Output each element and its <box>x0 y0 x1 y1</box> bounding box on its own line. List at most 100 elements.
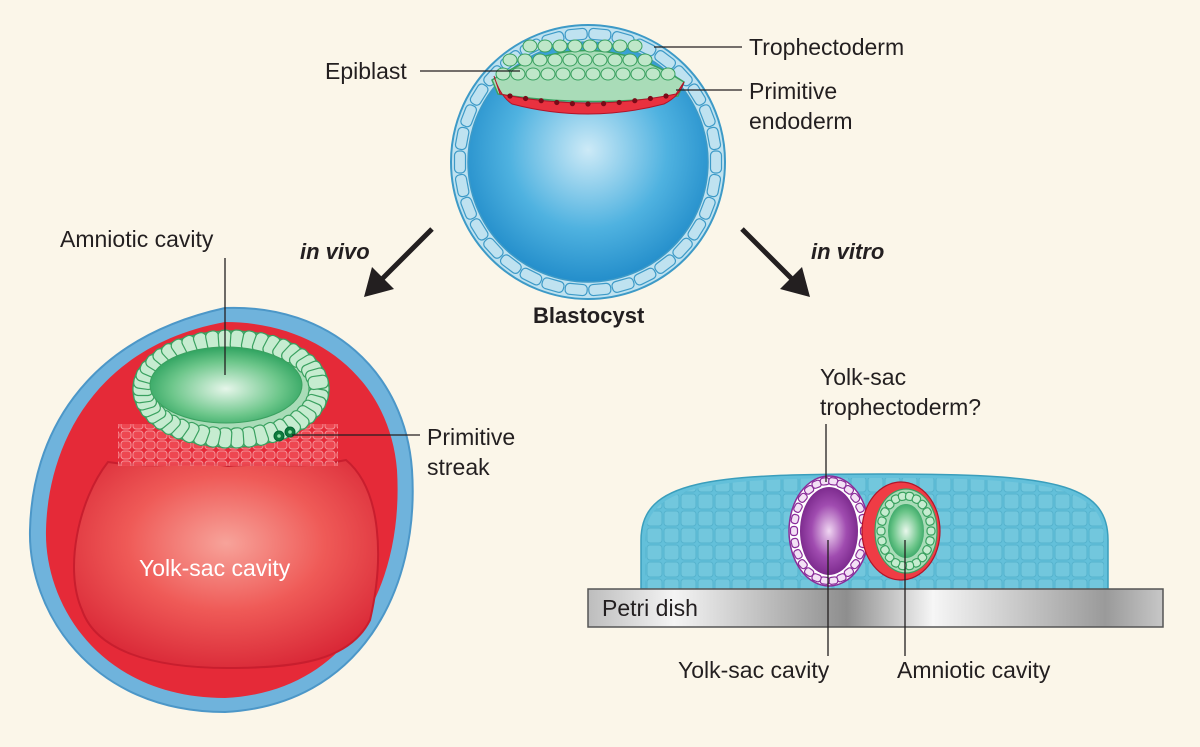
trophectoderm-cell <box>803 567 815 578</box>
epiblast-cell <box>877 516 887 526</box>
trophectoderm-cell <box>541 277 565 293</box>
epiblast-cell <box>600 67 616 81</box>
trophectoderm-cell <box>706 126 722 151</box>
in-vivo-arrow <box>364 227 434 297</box>
trophectoderm-cell <box>588 282 612 297</box>
epiblast-cell <box>876 526 886 536</box>
epiblast-cell <box>880 507 890 517</box>
trophectoderm-label: Trophectoderm <box>749 34 904 60</box>
trophectoderm-cells <box>453 27 723 297</box>
epiblast-label: Epiblast <box>325 58 407 84</box>
in-vitro-model <box>587 473 1164 628</box>
amniotic-cavity-label: Amniotic cavity <box>60 226 214 252</box>
endoderm-cell-nucleus <box>538 98 544 104</box>
trophectoderm-cell <box>483 237 504 259</box>
trophectoderm-cell <box>790 537 800 549</box>
in-vitro-arrow <box>740 227 810 297</box>
trophectoderm-cell <box>793 549 803 560</box>
trophectoderm-cell <box>855 549 865 560</box>
trophectoderm-cell <box>654 254 677 275</box>
primitive-streak-label-line2: streak <box>427 454 490 480</box>
in-vitro-yolk-sac-cavity-label: Yolk-sac cavity <box>678 657 830 683</box>
epiblast-cell <box>877 536 887 546</box>
endoderm-cell-nucleus <box>616 99 622 106</box>
epiblast-cell <box>592 53 608 67</box>
epiblast-cell <box>637 53 653 67</box>
trophectoderm-cell <box>588 27 612 42</box>
trophectoderm-cell <box>797 492 808 503</box>
epiblast-cell <box>502 53 518 67</box>
epiblast-cell <box>917 499 928 510</box>
trophectoderm-cell <box>469 83 489 106</box>
trophectoderm-cell <box>460 196 478 220</box>
amniotic-cavity <box>149 346 303 424</box>
epiblast-cell <box>884 552 895 563</box>
trophectoderm-cell <box>790 513 800 525</box>
trophectoderm-cell <box>564 282 588 297</box>
trophectoderm-cell <box>706 173 722 198</box>
trophectoderm-cell <box>793 502 803 513</box>
trophectoderm-cell <box>709 150 723 174</box>
in-vitro-label: in vitro <box>811 239 884 264</box>
petri-dish-label: Petri dish <box>602 595 698 621</box>
endoderm-cell-nucleus <box>647 95 654 102</box>
epiblast-cell <box>540 67 556 81</box>
in-vivo-labels: Amniotic cavity Primitive streak Yolk-sa… <box>60 226 515 581</box>
trophectoderm-cell <box>460 104 478 128</box>
trophectoderm-cell <box>698 196 716 220</box>
epiblast-cell <box>570 67 586 81</box>
epiblast-cell <box>615 67 631 81</box>
epiblast-cell <box>562 53 578 67</box>
in-vitro-yolk-sac-cavity <box>800 487 858 575</box>
endoderm-cell-nucleus <box>663 93 669 99</box>
yolk-sac-trophectoderm-label-line2: trophectoderm? <box>820 394 981 420</box>
epiblast-cell <box>926 526 936 536</box>
trophectoderm-cell <box>687 83 707 106</box>
endoderm-cells <box>507 93 669 107</box>
in-vivo-embryo <box>28 306 414 714</box>
epiblast-cells <box>132 329 330 449</box>
primitive-endoderm-label-line1: Primitive <box>749 78 837 104</box>
primitive-endoderm-layer <box>493 75 685 115</box>
endoderm-cell-nucleus <box>554 99 560 106</box>
epiblast-cell <box>577 53 593 67</box>
blastocyst-title: Blastocyst <box>533 303 645 328</box>
trophectoderm-cell <box>633 267 657 286</box>
trophectoderm-cell <box>454 126 470 151</box>
epiblast-cell <box>660 67 676 81</box>
trophectoderm-cell <box>611 277 635 293</box>
in-vivo-label: in vivo <box>300 239 370 264</box>
epiblast-cell <box>510 67 526 81</box>
blastocyst <box>450 24 726 300</box>
in-vitro-amniotic-cavity-label: Amniotic cavity <box>897 657 1051 683</box>
trophectoderm-cell <box>850 559 861 570</box>
epiblast-cell <box>307 374 329 391</box>
endoderm-cell-nucleus <box>632 98 638 104</box>
endoderm-cell-nucleus <box>585 101 591 107</box>
epiblast-cell <box>567 39 583 53</box>
epiblast-cell <box>532 53 548 67</box>
epiblast-cell <box>607 53 623 67</box>
epiblast-cell <box>925 516 935 526</box>
epiblast-cell <box>922 507 932 517</box>
epiblast-cell <box>537 39 553 53</box>
trophectoderm-cell <box>687 218 707 241</box>
endoderm-cell-nucleus <box>507 93 513 99</box>
epiblast-cells <box>495 39 676 81</box>
epiblast-cell <box>495 67 511 81</box>
trophectoderm-cell <box>454 173 470 198</box>
in-vitro-labels: Yolk-sac trophectoderm? Petri dish Yolk-… <box>602 364 1051 683</box>
trophectoderm-cell <box>519 267 543 286</box>
petri-dish <box>587 588 1164 628</box>
epiblast-cell <box>517 53 533 67</box>
trophectoderm-cell <box>698 104 716 128</box>
trophectoderm-cell <box>469 218 489 241</box>
epiblast-cell <box>582 39 598 53</box>
epiblast-cell <box>925 536 935 546</box>
blastocyst-labels: Epiblast Trophectoderm Primitive endoder… <box>325 34 904 328</box>
trophectoderm-cell <box>654 49 677 70</box>
trophectoderm-cell <box>850 492 861 503</box>
in-vitro-amniotic-cavity <box>888 504 924 558</box>
endoderm-cell-nucleus <box>569 101 576 107</box>
